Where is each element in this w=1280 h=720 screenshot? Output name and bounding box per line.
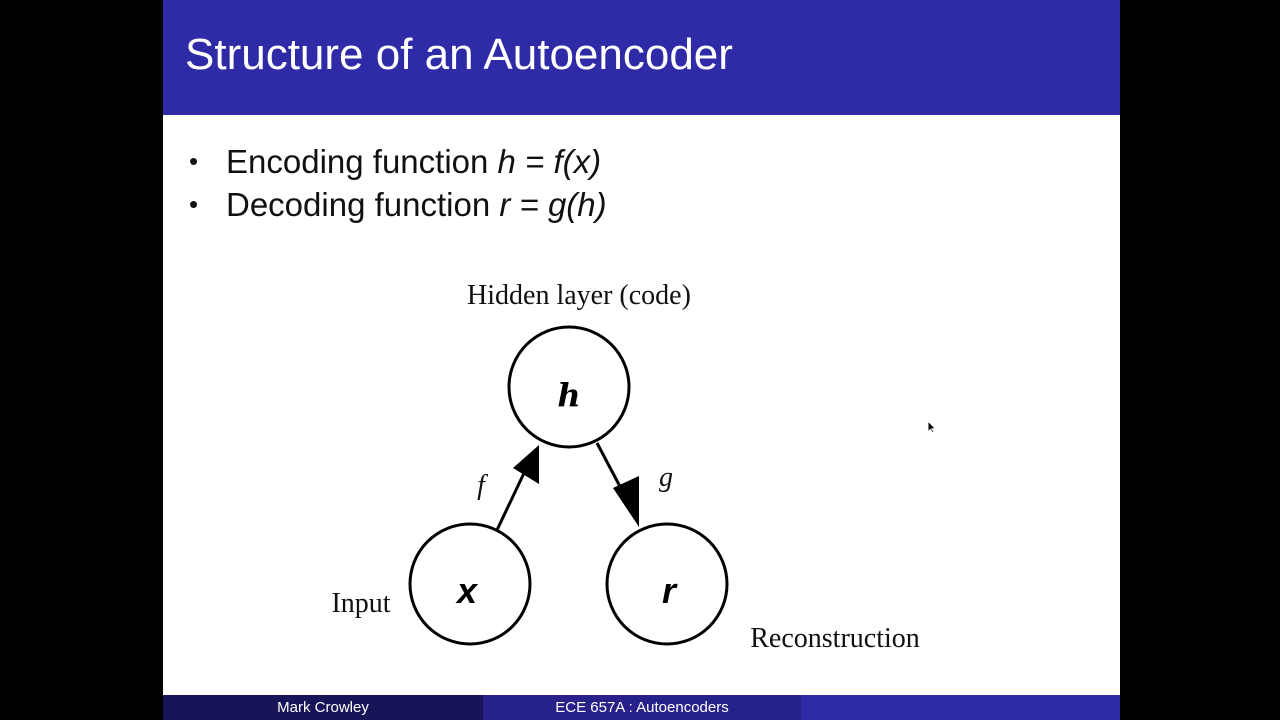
- input-label: Input: [331, 588, 390, 619]
- bullet-encoding-formula: h = f(x): [497, 143, 602, 180]
- footer-extra: [801, 695, 1120, 720]
- bullet-decoding-formula: r = g(h): [499, 186, 607, 223]
- slide-title: Structure of an Autoencoder: [185, 30, 733, 79]
- decoder-label: g: [659, 462, 673, 493]
- bullet-encoding-text: Encoding function: [226, 143, 498, 180]
- bullet-decoding-text: Decoding function: [226, 186, 500, 223]
- mouse-cursor-icon: [927, 420, 937, 434]
- autoencoder-diagram: Hidden layer (code) h x r f g Input Reco…: [331, 280, 920, 654]
- node-x-label: x: [455, 570, 479, 611]
- title-bar: Structure of an Autoencoder: [163, 0, 1120, 115]
- bullet-decoding: • Decoding function r = g(h): [189, 183, 607, 226]
- decoder-arrowhead-icon: [613, 476, 639, 527]
- node-h-label: h: [557, 376, 580, 414]
- bullet-dot-icon: •: [189, 146, 199, 176]
- node-r: [605, 522, 729, 646]
- node-x: [408, 522, 532, 646]
- bullet-dot-icon: •: [189, 189, 199, 219]
- reconstruction-label: Reconstruction: [750, 623, 920, 654]
- bullet-list: • Encoding function h = f(x) • Decoding fu…: [189, 140, 607, 226]
- hidden-layer-label: Hidden layer (code): [467, 280, 691, 311]
- node-r-label: r: [662, 570, 678, 611]
- encoder-label: f: [477, 470, 488, 501]
- bullet-encoding: • Encoding function h = f(x): [189, 140, 607, 183]
- slide: Structure of an Autoencoder • Encoding fu…: [163, 0, 1120, 720]
- slide-footer: Mark Crowley ECE 657A : Autoencoders: [163, 695, 1120, 720]
- encoder-arrowhead-icon: [513, 445, 539, 484]
- footer-course: ECE 657A : Autoencoders: [483, 695, 801, 720]
- node-h: [507, 325, 631, 449]
- footer-author: Mark Crowley: [163, 695, 483, 720]
